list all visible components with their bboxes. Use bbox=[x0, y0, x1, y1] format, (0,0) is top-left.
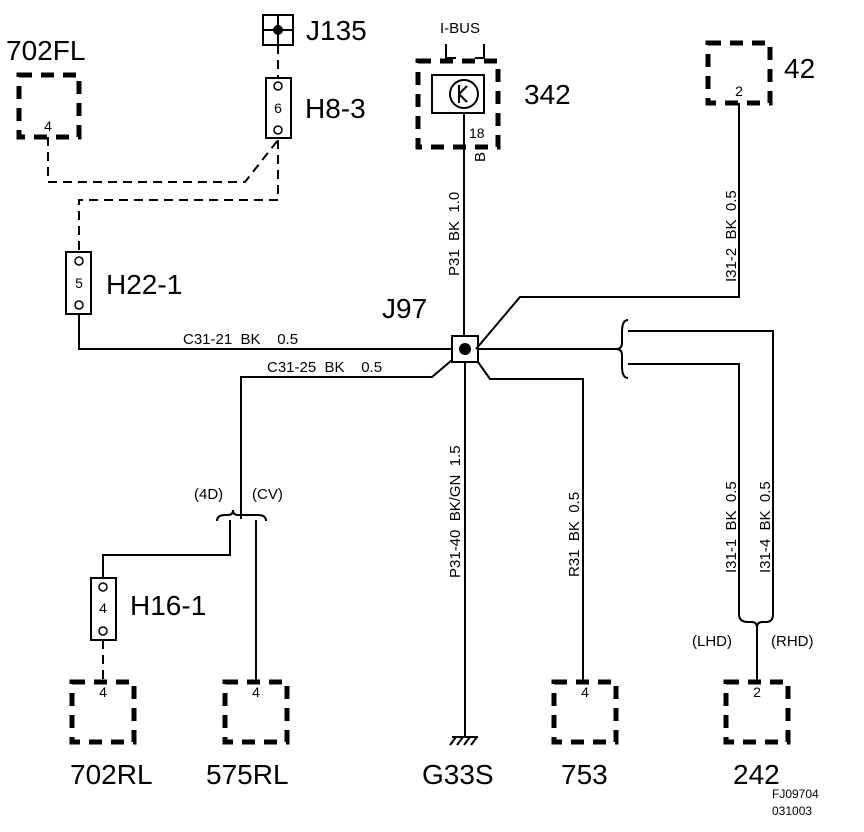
wire-p31-40-label: P31-40 BK/GN 1.5 bbox=[447, 445, 464, 578]
wire-h8-h22 bbox=[78, 140, 279, 252]
42-label: 42 bbox=[784, 53, 815, 84]
wire-c31-21 bbox=[78, 314, 452, 350]
wire-i31-4-label: I31-4 BK 0.5 bbox=[757, 481, 774, 573]
wire-p31-label: P31 BK 1.0 bbox=[446, 192, 463, 276]
figure-date: 031003 bbox=[772, 804, 812, 818]
wire-c31-25 bbox=[240, 359, 453, 519]
702rl-pin: 4 bbox=[99, 684, 107, 700]
342-component bbox=[415, 58, 501, 150]
702fl-component bbox=[16, 72, 82, 140]
702fl-pin: 4 bbox=[44, 118, 52, 134]
j135-label: J135 bbox=[306, 15, 367, 46]
702fl-label: 702FL bbox=[6, 35, 85, 66]
h16-1-pin: 4 bbox=[99, 600, 107, 616]
342-pin: 18 bbox=[469, 125, 485, 141]
4d-label: (4D) bbox=[194, 486, 223, 503]
753-component bbox=[551, 679, 619, 745]
wire-r31-label: R31 BK 0.5 bbox=[566, 492, 583, 577]
575rl-component bbox=[222, 679, 290, 745]
b-label: B bbox=[472, 152, 489, 162]
wire-i31-1 bbox=[628, 363, 740, 614]
h8-3-pin: 6 bbox=[274, 100, 282, 116]
wire-702fl-h8 bbox=[47, 137, 279, 183]
42-pin: 2 bbox=[735, 83, 743, 99]
42-component bbox=[705, 40, 773, 106]
rhd-label: (RHD) bbox=[771, 633, 814, 650]
575rl-pin: 4 bbox=[252, 684, 260, 700]
4d-cv-brace bbox=[216, 509, 267, 522]
702rl-component bbox=[69, 679, 137, 745]
g33s-label: G33S bbox=[422, 759, 494, 790]
h8-3-connector bbox=[265, 77, 292, 139]
wire-c31-21-label: C31-21 BK 0.5 bbox=[183, 331, 298, 348]
242-label: 242 bbox=[733, 759, 780, 790]
702rl-label: 702RL bbox=[70, 759, 153, 790]
wire-i31-2 bbox=[475, 103, 740, 350]
lhd-label: (LHD) bbox=[692, 633, 732, 650]
wire-r31 bbox=[477, 361, 584, 680]
wire-i31-4 bbox=[628, 330, 774, 614]
i31-brace bbox=[615, 319, 629, 379]
figure-code: FJ09704 bbox=[772, 787, 819, 801]
342-label: 342 bbox=[524, 79, 571, 110]
wire-i31-2-label: I31-2 BK 0.5 bbox=[723, 190, 740, 282]
753-pin: 4 bbox=[581, 684, 589, 700]
transistor-icon bbox=[449, 79, 479, 109]
h16-1-label: H16-1 bbox=[130, 590, 206, 621]
j135-connector bbox=[262, 14, 294, 46]
ibus-label: I-BUS bbox=[440, 20, 480, 37]
753-label: 753 bbox=[561, 759, 608, 790]
242-pin: 2 bbox=[753, 684, 761, 700]
ibus-wire-b bbox=[475, 44, 485, 59]
wire-i31-1-label: I31-1 BK 0.5 bbox=[723, 481, 740, 573]
wire-c31-25-label: C31-25 BK 0.5 bbox=[267, 359, 382, 376]
j97-label: J97 bbox=[382, 293, 427, 324]
h8-3-label: H8-3 bbox=[305, 93, 366, 124]
242-component bbox=[723, 679, 791, 745]
342-module-box bbox=[431, 74, 485, 114]
lhd-rhd-brace bbox=[738, 613, 774, 629]
h22-1-pin: 5 bbox=[75, 275, 83, 291]
ground-icon bbox=[449, 736, 478, 746]
wire-4d bbox=[102, 520, 231, 578]
ibus-wire-a bbox=[445, 44, 456, 59]
h22-1-label: H22-1 bbox=[106, 269, 182, 300]
575rl-label: 575RL bbox=[206, 759, 289, 790]
j97-splice bbox=[451, 335, 479, 363]
cv-label: (CV) bbox=[252, 486, 283, 503]
